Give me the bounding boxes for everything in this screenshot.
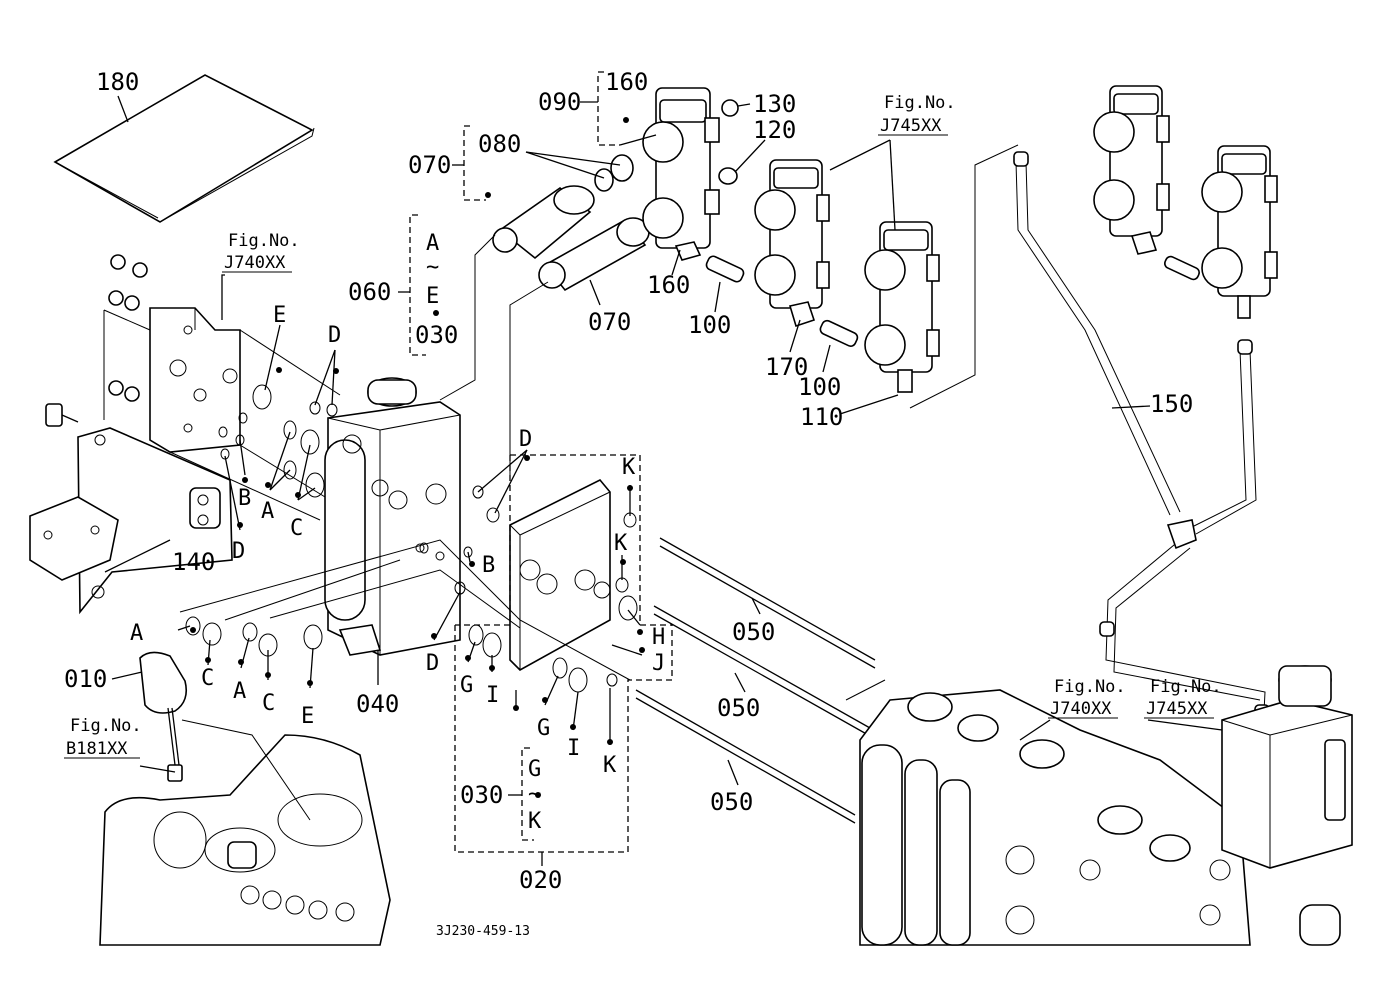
label-070-top: 070 (408, 151, 451, 179)
letter-i-1: I (486, 683, 499, 708)
fig-ref-b181-title: Fig.No. (70, 716, 142, 736)
fig-ref-j745-bottom-title: Fig.No. (1150, 677, 1222, 697)
left-seals (218, 384, 338, 498)
fig-ref-j745-top-title: Fig.No. (884, 93, 956, 113)
label-140: 140 (172, 548, 215, 576)
label-030-bottom: 030 (460, 781, 503, 809)
letter-d-top: D (328, 323, 341, 348)
reservoir-tank (1221, 665, 1353, 869)
control-lever (139, 651, 188, 782)
label-050-c: 050 (710, 788, 753, 816)
letter-b-left: B (238, 486, 251, 511)
label-170: 170 (765, 353, 808, 381)
label-050-a: 050 (732, 618, 775, 646)
tractor-console (99, 734, 391, 946)
bracket (29, 427, 233, 615)
leader-dots (190, 117, 645, 798)
letter-g-2: G (537, 716, 550, 741)
range-gk-tilde: ~ (528, 782, 541, 807)
label-060: 060 (348, 278, 391, 306)
spool-lower (538, 217, 650, 292)
letter-a-bottom-1: A (130, 621, 143, 646)
label-120: 120 (753, 116, 796, 144)
fig-ref-j745-bottom-code: J745XX (1146, 699, 1208, 719)
label-100-b: 100 (798, 373, 841, 401)
label-100-a: 100 (688, 311, 731, 339)
letter-d-bottom: D (426, 651, 439, 676)
label-160-top: 160 (605, 68, 648, 96)
tie-rods (635, 537, 876, 824)
end-plate (509, 479, 611, 671)
label-030-top: 030 (415, 321, 458, 349)
fig-ref-b181-code: B181XX (66, 739, 128, 759)
letter-d-left: D (232, 539, 245, 564)
spool-upper (492, 185, 595, 260)
range-gk-bottom: K (528, 809, 542, 834)
valve-stack (859, 689, 1341, 946)
letter-b-mid: B (482, 553, 495, 578)
solenoid-valve-right (864, 221, 940, 373)
letter-h: H (652, 625, 665, 650)
letter-a-left: A (261, 499, 274, 524)
left-subplate (149, 307, 241, 453)
letter-g-1: G (460, 673, 473, 698)
label-160-bottom: 160 (647, 271, 690, 299)
nuts (103, 254, 151, 420)
fig-ref-j740-bottom-code: J740XX (1050, 699, 1112, 719)
label-090: 090 (538, 88, 581, 116)
letter-e-bottom: E (301, 704, 314, 729)
letter-k-mid: K (614, 531, 628, 556)
label-150: 150 (1150, 390, 1193, 418)
solenoid-valve-upper (642, 87, 720, 249)
drawing-code: 3J230-459-13 (436, 924, 530, 939)
fig-ref-j740-bottom-title: Fig.No. (1054, 677, 1126, 697)
label-050-b: 050 (717, 694, 760, 722)
letter-d-mid: D (519, 427, 532, 452)
solenoid-valve-mid (754, 159, 830, 309)
range-gk-top: G (528, 757, 541, 782)
label-080: 080 (478, 130, 521, 158)
manual-sheet (53, 74, 315, 223)
main-valve (324, 377, 461, 656)
letter-e-top: E (273, 303, 286, 328)
bolt (45, 403, 79, 427)
label-130: 130 (753, 90, 796, 118)
fig-ref-j745-top-code: J745XX (880, 116, 942, 136)
label-010: 010 (64, 665, 107, 693)
label-020: 020 (519, 866, 562, 894)
letter-c-bottom-1: C (201, 666, 214, 691)
fig-ref-j740-top-code: J740XX (224, 253, 286, 273)
letter-k-bottom: K (603, 753, 617, 778)
label-040: 040 (356, 690, 399, 718)
letter-j: J (652, 651, 665, 676)
solenoid-valve-top-right-a (1093, 85, 1170, 255)
solenoid-valve-top-right-b (1201, 145, 1278, 319)
letter-c-bottom-2: C (262, 691, 275, 716)
range-ae-top: A (426, 231, 439, 256)
range-ae-tilde: ~ (426, 255, 439, 280)
letter-k-top: K (622, 455, 636, 480)
fig-ref-j740-top-title: Fig.No. (228, 231, 300, 251)
range-ae-bottom: E (426, 284, 439, 309)
letter-i-2: I (567, 736, 580, 761)
letter-a-bottom-2: A (233, 679, 246, 704)
label-110: 110 (800, 403, 843, 431)
letter-c-left: C (290, 516, 303, 541)
label-180: 180 (96, 68, 139, 96)
label-070-bottom: 070 (588, 308, 631, 336)
